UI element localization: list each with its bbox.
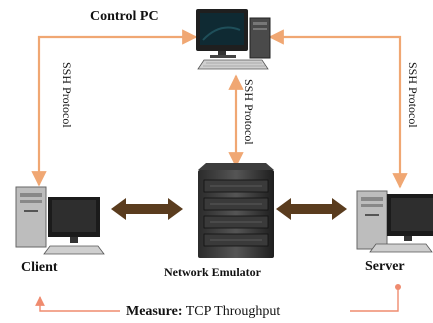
double-arrow-icon — [111, 198, 183, 220]
network-emulator-label: Network Emulator — [164, 265, 261, 279]
ssh-protocol-label-left: SSH Protocol — [60, 62, 74, 128]
desktop-pc-icon — [356, 190, 433, 253]
server-label: Server — [365, 259, 405, 274]
client-label: Client — [21, 260, 58, 275]
ssh-link-right — [268, 29, 408, 189]
ssh-protocol-label-center: SSH Protocol — [242, 79, 256, 145]
ssh-link-left — [31, 29, 198, 187]
desktop-pc-icon — [15, 186, 105, 255]
measure-metric: TCP Throughput — [185, 304, 281, 319]
ssh-protocol-label-right: SSH Protocol — [406, 62, 420, 128]
control-pc-label: Control PC — [90, 9, 159, 24]
double-arrow-icon — [276, 198, 347, 220]
desktop-pc-icon — [196, 9, 271, 70]
measure-caption: Measure: TCP Throughput — [126, 304, 280, 320]
measure-prefix: Measure: — [126, 304, 183, 319]
server-rack-icon — [198, 163, 274, 258]
measure-link — [35, 284, 401, 312]
